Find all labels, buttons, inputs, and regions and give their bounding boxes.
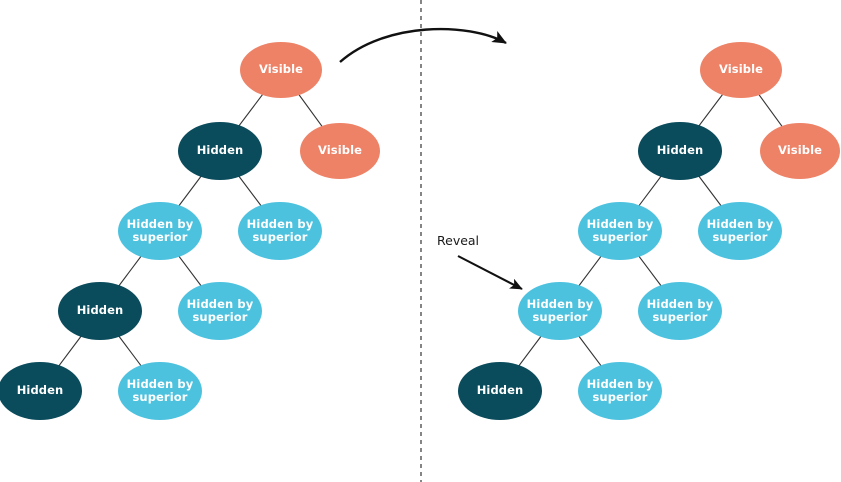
tree-node-label: Hidden by superior — [126, 376, 194, 404]
tree-node-hidden-by-superior[interactable]: Hidden by superior — [178, 282, 262, 340]
tree-node-label: Hidden by superior — [186, 296, 254, 324]
tree-node-label: Hidden by superior — [646, 296, 714, 324]
tree-node-hidden-by-superior[interactable]: Hidden by superior — [578, 362, 662, 420]
tree-node-label: Hidden by superior — [526, 296, 594, 324]
tree-node-visible[interactable]: Visible — [300, 123, 380, 179]
tree-node-hidden[interactable]: Hidden — [0, 362, 82, 420]
reveal-label: Reveal — [437, 233, 480, 248]
tree-node-label: Hidden by superior — [246, 216, 314, 244]
tree-node-label: Visible — [258, 62, 304, 77]
reveal-arrow-icon — [457, 255, 523, 290]
tree-node-label: Visible — [317, 143, 363, 158]
tree-node-label: Hidden by superior — [586, 376, 654, 404]
tree-node-label: Hidden by superior — [586, 216, 654, 244]
tree-node-hidden-by-superior[interactable]: Hidden by superior — [578, 202, 662, 260]
tree-node-label: Hidden by superior — [706, 216, 774, 244]
tree-node-hidden[interactable]: Hidden — [458, 362, 542, 420]
tree-node-visible[interactable]: Visible — [240, 42, 322, 98]
tree-node-visible[interactable]: Visible — [700, 42, 782, 98]
tree-node-hidden[interactable]: Hidden — [58, 282, 142, 340]
tree-node-visible[interactable]: Visible — [760, 123, 840, 179]
tree-node-label: Hidden — [196, 143, 244, 158]
tree-node-label: Hidden — [76, 303, 124, 318]
tree-node-label: Hidden — [656, 143, 704, 158]
tree-node-hidden-by-superior[interactable]: Hidden by superior — [638, 282, 722, 340]
tree-node-hidden[interactable]: Hidden — [638, 122, 722, 180]
tree-node-hidden-by-superior[interactable]: Hidden by superior — [118, 362, 202, 420]
tree-node-label: Visible — [777, 143, 823, 158]
tree-node-label: Visible — [718, 62, 764, 77]
tree-node-hidden-by-superior[interactable]: Hidden by superior — [518, 282, 602, 340]
tree-node-hidden-by-superior[interactable]: Hidden by superior — [698, 202, 782, 260]
tree-node-hidden[interactable]: Hidden — [178, 122, 262, 180]
tree-node-label: Hidden — [16, 383, 64, 398]
transition-arrow-icon — [339, 27, 507, 63]
tree-node-hidden-by-superior[interactable]: Hidden by superior — [118, 202, 202, 260]
tree-node-label: Hidden by superior — [126, 216, 194, 244]
tree-node-hidden-by-superior[interactable]: Hidden by superior — [238, 202, 322, 260]
tree-node-label: Hidden — [476, 383, 524, 398]
